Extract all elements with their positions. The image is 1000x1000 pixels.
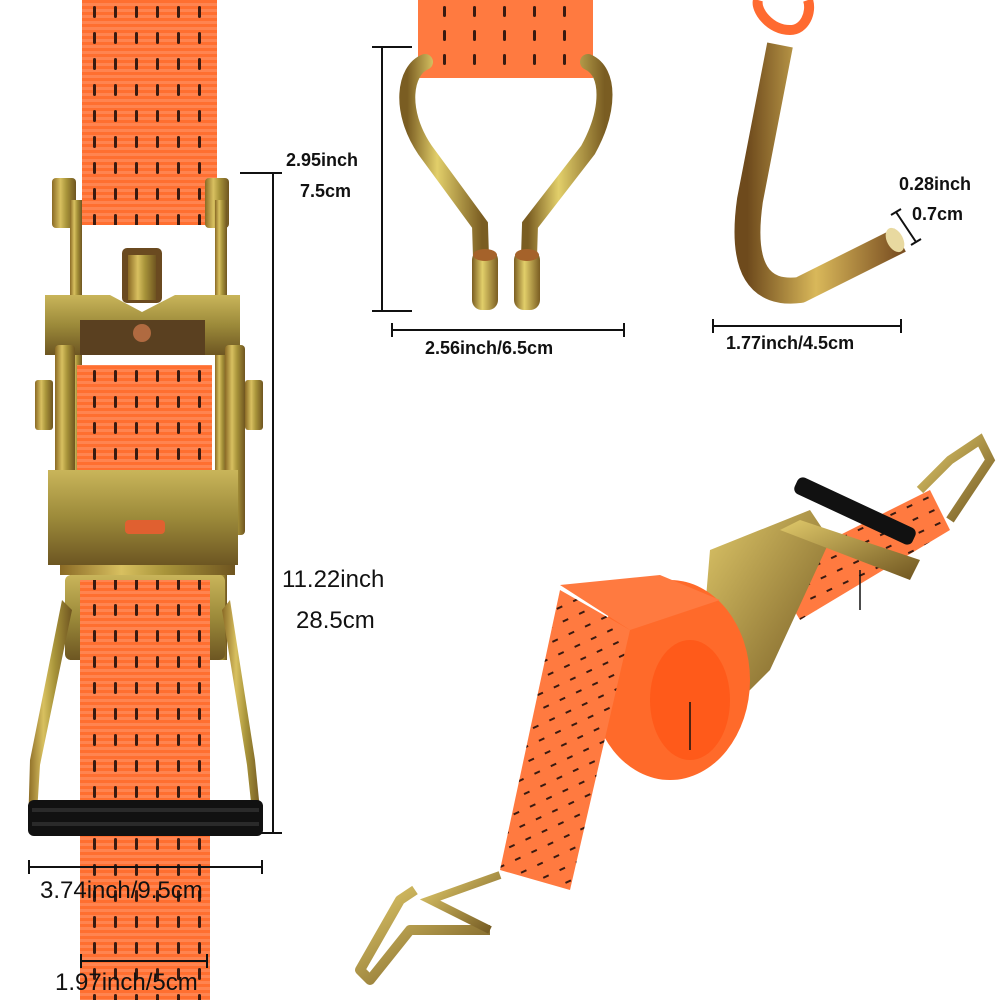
double-j-hook-view bbox=[370, 0, 630, 320]
hook-width-tick-left bbox=[391, 323, 393, 337]
strap-width-label: 1.97inch/5cm bbox=[55, 969, 198, 996]
hook-width-label: 2.56inch/6.5cm bbox=[425, 338, 554, 358]
ratchet-front-view bbox=[0, 0, 300, 1000]
ratchet-length-tick-bottom bbox=[240, 832, 282, 834]
single-j-hook-view bbox=[700, 0, 1000, 330]
ratchet-width-tick-right bbox=[261, 860, 263, 874]
ratchet-illustration bbox=[28, 0, 263, 1000]
strap-width-tick-left bbox=[80, 954, 82, 968]
hook-height-dimension-line bbox=[381, 47, 383, 311]
j-hook-width-tick-right bbox=[900, 319, 902, 333]
hook-height-tick-bottom bbox=[372, 310, 412, 312]
ratchet-width-dimension-line bbox=[28, 866, 263, 868]
ratchet-width-label: 3.74inch/9.5cm bbox=[40, 877, 203, 904]
single-j-hook-illustration bbox=[734, 0, 922, 304]
strap-width-dimension-line bbox=[80, 960, 208, 962]
j-hook-tip-cm-label: 0.7cm bbox=[912, 204, 964, 224]
hook-width-dimension-line bbox=[391, 329, 625, 331]
ratchet-length-dimension-line bbox=[272, 172, 274, 834]
rolled-strap-assembly-view bbox=[330, 430, 1000, 1000]
ratchet-length-cm-label: 28.5cm bbox=[296, 607, 375, 634]
hook-height-cm-label: 7.5cm bbox=[300, 181, 352, 201]
double-j-hook-illustration bbox=[399, 0, 613, 310]
ratchet-length-tick-top bbox=[240, 172, 282, 174]
strap-width-tick-right bbox=[206, 954, 208, 968]
j-hook-width-tick-left bbox=[712, 319, 714, 333]
ratchet-length-inch-label: 11.22inch bbox=[282, 566, 385, 593]
hook-width-tick-right bbox=[623, 323, 625, 337]
j-hook-width-label: 1.77inch/4.5cm bbox=[726, 333, 855, 353]
rolled-strap-illustration bbox=[355, 433, 996, 985]
j-hook-tip-inch-label: 0.28inch bbox=[899, 174, 972, 194]
j-hook-width-dimension-line bbox=[712, 325, 902, 327]
ratchet-width-tick-left bbox=[28, 860, 30, 874]
hook-height-tick-top bbox=[372, 46, 412, 48]
hook-height-inch-label: 2.95inch bbox=[286, 150, 359, 170]
